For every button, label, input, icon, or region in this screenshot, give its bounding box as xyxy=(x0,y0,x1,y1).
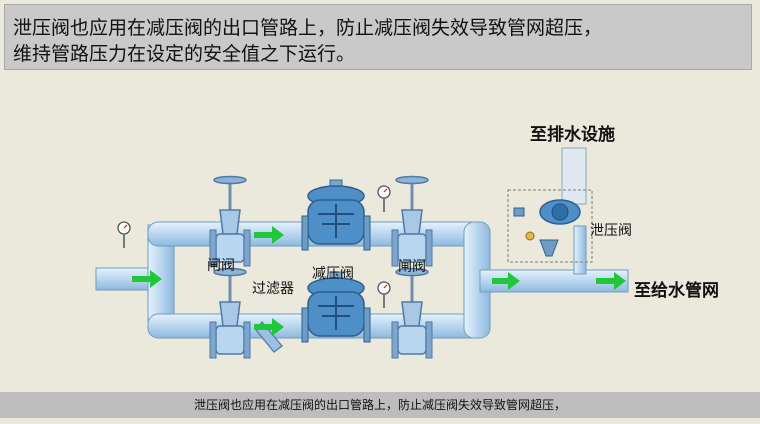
outlet-pipe xyxy=(479,269,629,293)
subtitle-caption: 泄压阀也应用在减压阀的出口管路上，防止减压阀失效导致管网超压， xyxy=(0,392,760,418)
lower-gate-valve-right-icon xyxy=(390,267,434,360)
upper-gate-valve-right-icon xyxy=(390,175,434,268)
header-line-2: 维持管路压力在设定的安全值之下运行。 xyxy=(13,43,356,65)
header-banner: 泄压阀也应用在减压阀的出口管路上，防止减压阀失效导致管网超压， 维持管路压力在设… xyxy=(4,4,752,70)
drain-pipe xyxy=(561,147,587,205)
label-filter: 过滤器 xyxy=(252,281,294,297)
label-relief-valve: 泄压阀 xyxy=(590,223,632,239)
upper-pressure-gauge-icon xyxy=(377,185,391,213)
flow-arrow-lower xyxy=(254,318,284,336)
label-gate-valve-left: 闸阀 xyxy=(207,258,235,274)
relief-valve-icon xyxy=(507,189,593,263)
label-to-supply-network: 至给水管网 xyxy=(634,281,719,301)
relief-branch-pipe xyxy=(573,225,587,275)
flow-arrow-merge xyxy=(492,272,520,290)
label-pressure-reducing-valve: 减压阀 xyxy=(312,266,354,282)
lower-pressure-gauge-icon xyxy=(377,281,391,309)
header-line-1: 泄压阀也应用在减压阀的出口管路上，防止减压阀失效导致管网超压， xyxy=(13,17,603,39)
label-to-drainage: 至排水设施 xyxy=(530,125,615,145)
upper-pressure-reducing-valve-icon xyxy=(301,179,371,251)
inlet-pressure-gauge-icon xyxy=(117,221,131,249)
lower-gate-valve-left-icon xyxy=(208,267,252,360)
flow-arrow-upper xyxy=(254,226,284,244)
flow-arrows xyxy=(132,226,626,336)
flow-arrow-inlet xyxy=(132,270,162,288)
label-gate-valve-right: 闸阀 xyxy=(398,259,426,275)
upper-gate-valve-left-icon xyxy=(208,175,252,268)
flow-arrow-outlet xyxy=(596,272,626,290)
